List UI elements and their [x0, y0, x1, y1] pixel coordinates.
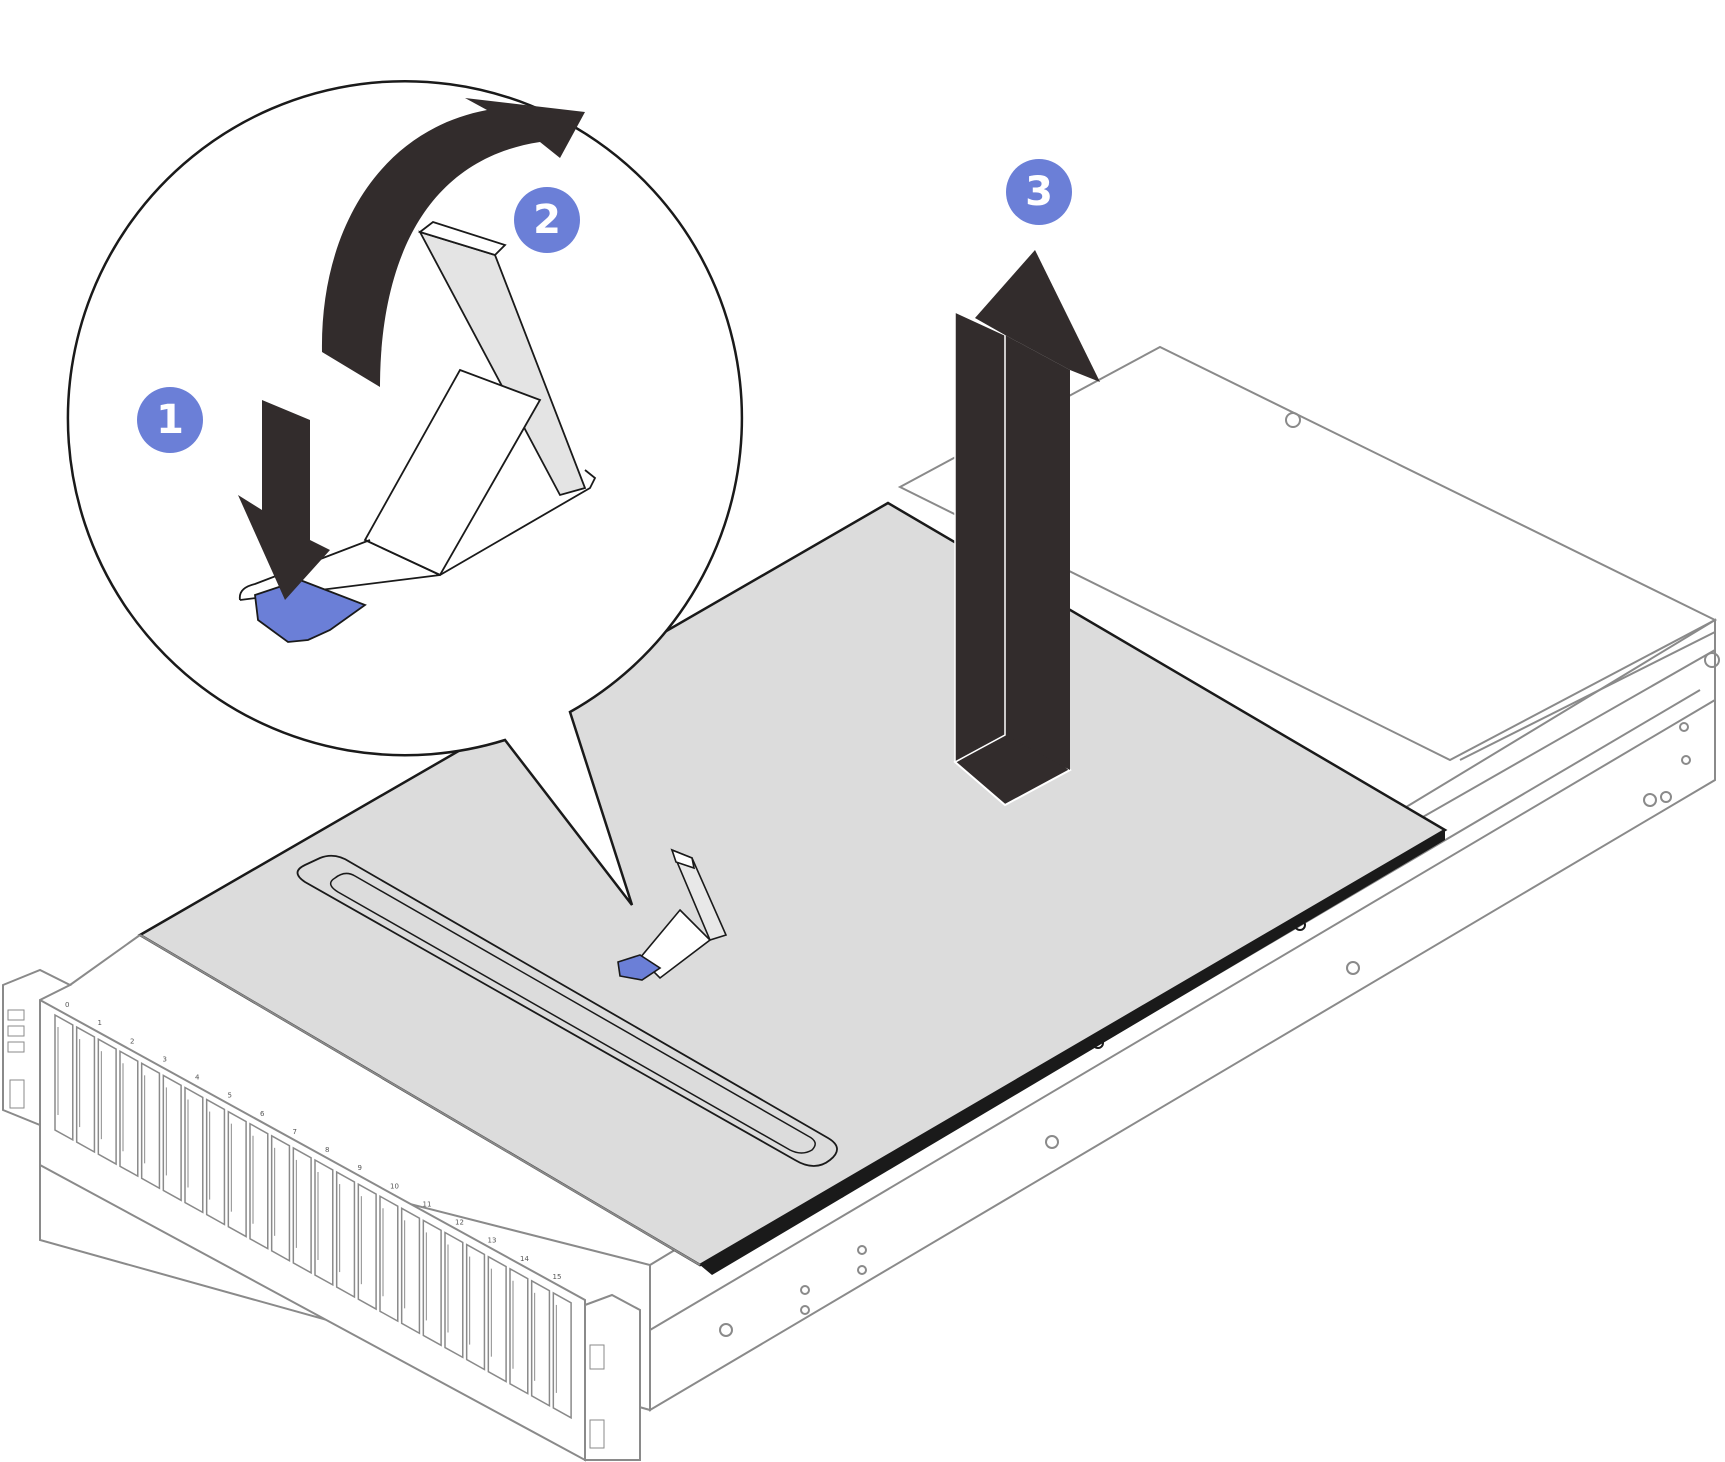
drive-bay	[162, 1074, 182, 1202]
screw-hole	[1679, 722, 1689, 732]
drive-bay-label: 6	[260, 1110, 265, 1118]
cover-screw	[1092, 1037, 1104, 1049]
callout-magnifier	[66, 79, 744, 906]
up-arrow	[953, 250, 1100, 807]
drive-bay-label: 9	[358, 1164, 362, 1172]
drive-bay	[75, 1025, 96, 1154]
drive-bay	[465, 1243, 486, 1371]
drive-bay	[509, 1267, 529, 1395]
drive-bay	[227, 1110, 247, 1238]
drive-bay-label: 11	[423, 1200, 432, 1208]
drive-bay-label: 8	[325, 1146, 329, 1154]
cover-screw	[834, 1186, 846, 1198]
cover-release-latch	[617, 848, 728, 981]
step-badge-2-label: 2	[533, 197, 561, 243]
rack-ear-button	[7, 1041, 25, 1053]
drive-bay	[444, 1231, 464, 1359]
screw-hole	[1681, 755, 1691, 765]
release-button-small	[617, 954, 662, 981]
drive-bay-label: 13	[488, 1237, 497, 1245]
drive-bay-label: 10	[390, 1182, 399, 1190]
screw-hole	[1045, 1135, 1059, 1149]
drive-bay	[292, 1146, 312, 1275]
drive-bay	[422, 1219, 442, 1347]
screw-hole	[857, 1265, 867, 1275]
thumbscrew	[1285, 412, 1301, 428]
screw-hole	[719, 1323, 733, 1337]
up-arrow-head	[975, 250, 1100, 382]
cover-screw	[1294, 919, 1306, 931]
step-badge-3: 3	[1006, 159, 1072, 225]
drive-bay	[119, 1049, 139, 1178]
rack-ear-latch	[9, 1079, 25, 1109]
drive-bay	[249, 1122, 269, 1250]
drive-bay-label: 12	[455, 1219, 464, 1227]
release-button	[254, 579, 367, 643]
rack-ear-button	[7, 1025, 25, 1037]
drive-bay	[335, 1170, 356, 1299]
drive-bay	[184, 1086, 204, 1214]
enlarged-latch	[238, 220, 597, 643]
rack-ear-latch	[589, 1419, 605, 1449]
screw-hole	[1643, 793, 1657, 807]
right-rack-ear	[584, 1293, 641, 1461]
screw-hole	[1660, 791, 1672, 803]
drive-bay	[379, 1194, 399, 1323]
cover-recess	[296, 854, 838, 1167]
drive-bay	[97, 1037, 117, 1166]
drive-bay	[54, 1013, 74, 1142]
rack-ear-button	[7, 1009, 25, 1021]
top-cover-lip	[700, 830, 1445, 1275]
thumbscrew	[1704, 652, 1720, 668]
drive-bay	[140, 1062, 161, 1190]
screw-hole	[800, 1305, 810, 1315]
step-badges: 1 2 3	[137, 159, 1072, 453]
rack-ear-button	[589, 1344, 605, 1370]
up-arrow-shaft	[1005, 335, 1070, 770]
step-badge-1: 1	[137, 387, 203, 453]
screw-hole	[1346, 961, 1360, 975]
drive-bay-label: 3	[163, 1055, 167, 1063]
drive-bay-label: 15	[553, 1273, 562, 1281]
step-badge-1-label: 1	[156, 397, 184, 443]
top-cover	[69, 501, 1448, 1275]
drive-bays	[54, 1013, 572, 1420]
drive-bay	[552, 1291, 572, 1420]
curved-arrow	[321, 98, 585, 387]
up-arrow-shaft-front	[954, 310, 1006, 764]
drive-bay-label: 5	[228, 1092, 232, 1100]
drive-bay	[487, 1255, 507, 1383]
drive-bay-label: 14	[520, 1255, 529, 1263]
down-arrow	[238, 400, 330, 600]
drive-bay	[205, 1098, 226, 1226]
drive-bay	[270, 1134, 291, 1263]
screw-hole	[857, 1245, 867, 1255]
drive-bay-label: 1	[98, 1019, 102, 1027]
drive-bay-label: 0	[65, 1001, 69, 1009]
drive-bay	[314, 1158, 334, 1287]
drive-bay-label: 2	[130, 1037, 134, 1045]
step-badge-3-label: 3	[1025, 169, 1053, 215]
drive-bay	[400, 1207, 421, 1335]
screw-hole	[800, 1285, 810, 1295]
drive-bay-label: 4	[195, 1074, 200, 1082]
drive-bay	[357, 1182, 377, 1311]
left-rack-ear	[2, 968, 73, 1127]
drive-bay-label: 7	[293, 1128, 297, 1136]
drive-bay	[530, 1279, 551, 1408]
step-badge-2: 2	[514, 187, 580, 253]
